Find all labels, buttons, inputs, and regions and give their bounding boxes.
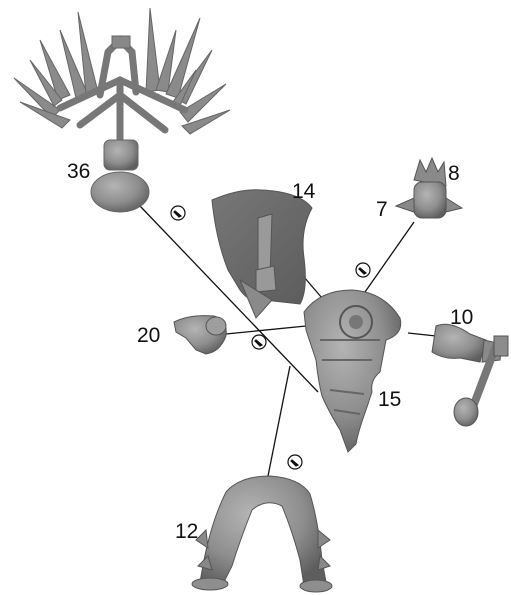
callout-head-plume: 8 — [448, 162, 460, 185]
leader-head-torso — [365, 222, 414, 292]
callout-weapon-arm: 10 — [450, 306, 473, 329]
legs-part — [192, 476, 332, 592]
callout-torso: 15 — [378, 388, 401, 411]
glue-icon — [288, 455, 302, 469]
callout-shield: 14 — [292, 180, 316, 203]
weapon-arm-part — [432, 324, 508, 426]
left-hand-part — [174, 316, 226, 354]
leader-weapon-torso — [408, 333, 436, 336]
glue-icon — [252, 335, 266, 349]
callout-left-hand: 20 — [137, 324, 160, 347]
shield-part — [212, 190, 312, 318]
glue-icon — [171, 206, 185, 220]
leader-hand-torso — [226, 326, 306, 334]
glue-icon — [356, 263, 370, 277]
leader-legs-torso — [268, 366, 290, 476]
torso-part — [304, 290, 401, 452]
callout-legs: 12 — [175, 520, 198, 543]
callout-banner: 36 — [67, 160, 90, 183]
banner-part — [14, 8, 230, 212]
callout-head: 7 — [376, 198, 388, 221]
